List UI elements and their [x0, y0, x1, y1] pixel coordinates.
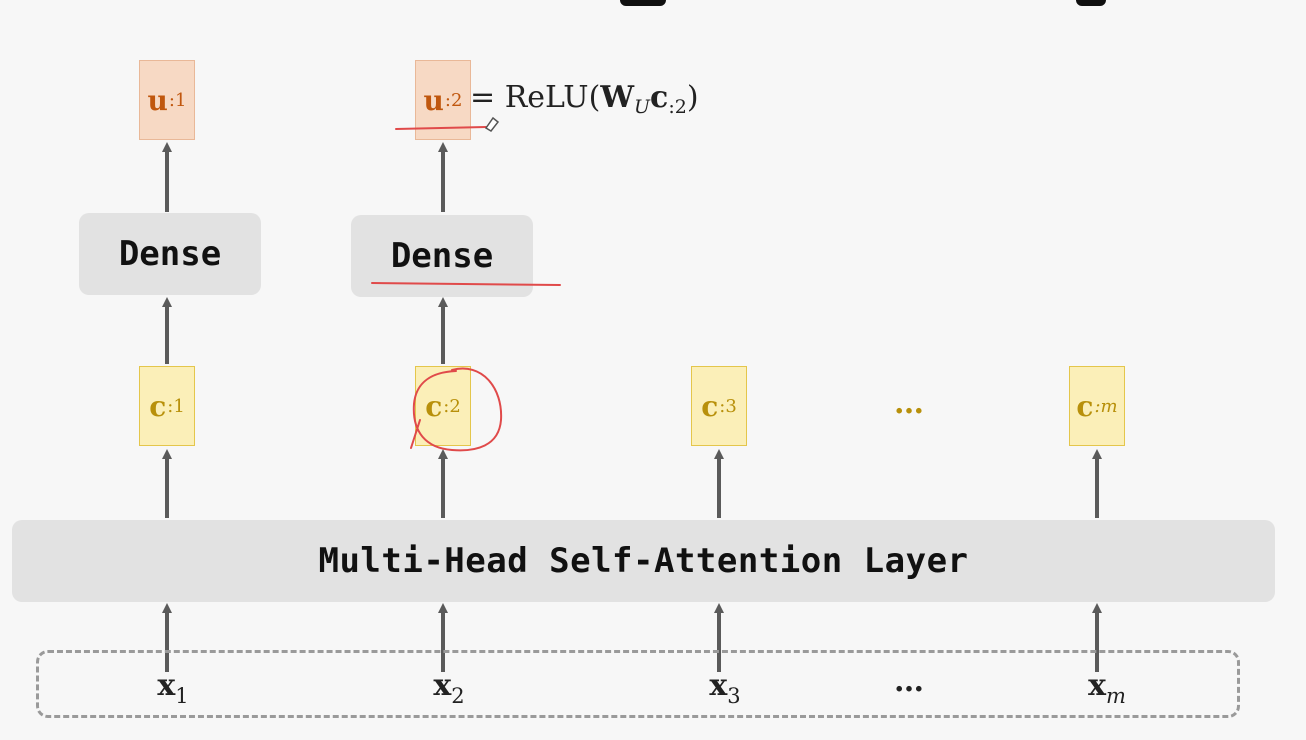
output-u1-box: u:1 [139, 60, 195, 140]
context-c1-subscript: :1 [167, 395, 185, 417]
input-xm-symbol: x [1088, 668, 1106, 703]
context-c2-symbol: c [425, 389, 443, 423]
input-x2-subscript: 2 [451, 684, 465, 708]
formula-func-open: ReLU( [504, 80, 601, 115]
annotation-underline-u2 [395, 126, 487, 130]
context-c2-box: c:2 [415, 366, 471, 446]
formula-vector-sub: :2 [668, 96, 687, 118]
pen-cursor-icon [484, 116, 500, 132]
output-u2-subscript: :2 [444, 89, 463, 111]
context-c3-symbol: c [701, 389, 719, 423]
context-c2-subscript: :2 [443, 395, 461, 417]
input-x3-symbol: x [709, 668, 728, 703]
formula-equals: = [470, 80, 496, 115]
context-c1-box: c:1 [139, 366, 195, 446]
context-c3-subscript: :3 [719, 395, 737, 417]
input-sequence-box [36, 650, 1240, 718]
attention-layer-box: Multi-Head Self-Attention Layer [12, 520, 1275, 602]
input-xm: xm [1088, 668, 1126, 708]
input-ellipsis: … [894, 664, 926, 699]
attention-layer-label: Multi-Head Self-Attention Layer [318, 541, 969, 581]
dense-label-1: Dense [118, 234, 222, 274]
context-c3-box: c:3 [691, 366, 747, 446]
input-x3-subscript: 3 [727, 684, 741, 708]
input-x1-symbol: x [157, 668, 176, 703]
input-xm-subscript: m [1105, 684, 1126, 708]
dense-box-1: Dense [79, 213, 261, 295]
title-fragment [1076, 0, 1106, 6]
input-x3: x3 [709, 668, 740, 708]
output-u1-symbol: u [147, 83, 168, 117]
annotation-underline-dense [371, 282, 561, 286]
context-ellipsis: … [894, 386, 926, 421]
input-x2: x2 [433, 668, 464, 708]
formula-func-close: ) [686, 80, 699, 115]
input-x1-subscript: 1 [175, 684, 189, 708]
relu-formula: = ReLU(WUc:2) [470, 80, 699, 118]
context-c1-symbol: c [149, 389, 167, 423]
output-u1-subscript: :1 [168, 89, 187, 111]
annotation-circle-c2 [410, 367, 503, 452]
formula-vector: c [650, 80, 669, 115]
input-x1: x1 [157, 668, 188, 708]
title-fragment [620, 0, 666, 6]
context-cm-box: c:m [1069, 366, 1125, 446]
input-x2-symbol: x [433, 668, 452, 703]
formula-weight: W [600, 80, 635, 115]
dense-label-2: Dense [390, 236, 494, 276]
output-u2-symbol: u [423, 83, 444, 117]
formula-weight-sub: U [634, 96, 651, 118]
context-cm-symbol: c [1076, 389, 1094, 423]
context-cm-subscript: :m [1094, 395, 1118, 417]
